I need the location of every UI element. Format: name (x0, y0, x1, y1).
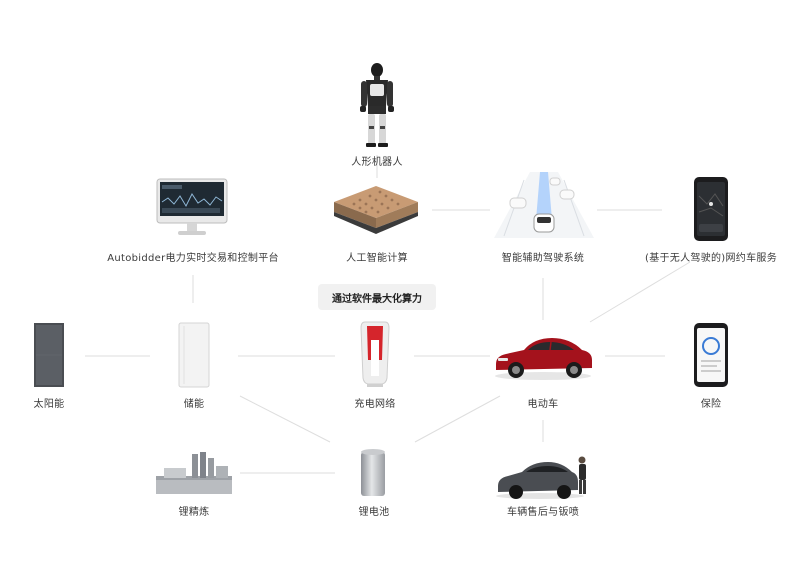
ai-chip-icon (334, 186, 418, 234)
label-robotaxi: (基于无人驾驶的)网约车服务 (644, 253, 778, 264)
center-label-box: 通过软件最大化算力 (318, 284, 436, 310)
label-ev: 电动车 (527, 399, 559, 410)
fsd-road-icon (494, 172, 594, 238)
phone-insurance-icon (694, 323, 728, 387)
monitor-icon (156, 178, 228, 235)
label-insurance: 保险 (700, 399, 722, 410)
refinery-icon (156, 452, 232, 494)
service-car-icon (496, 456, 586, 499)
supercharger-icon (360, 321, 390, 387)
center-label: 通过软件最大化算力 (332, 293, 422, 305)
phone-map-icon (694, 177, 728, 241)
label-robot: 人形机器人 (351, 157, 403, 168)
edge-storage-battery (239, 395, 331, 443)
edge-robotaxi-ev (589, 261, 691, 323)
label-ai-compute: 人工智能计算 (346, 253, 408, 264)
label-storage: 储能 (183, 399, 205, 410)
solar-panel-icon (34, 323, 64, 387)
label-solar: 太阳能 (33, 399, 65, 410)
edge-battery-ev (414, 395, 501, 443)
battery-cell-icon (361, 449, 385, 496)
label-autobidder: Autobidder电力实时交易和控制平台 (107, 253, 279, 264)
ev-car-icon (495, 338, 592, 380)
label-refining: 锂精炼 (178, 507, 210, 518)
label-battery: 锂电池 (358, 507, 390, 518)
powerwall-icon (178, 322, 210, 388)
label-fsd: 智能辅助驾驶系统 (501, 253, 585, 264)
label-service: 车辆售后与钣喷 (506, 507, 580, 518)
label-charging: 充电网络 (354, 399, 396, 410)
robot-icon (360, 63, 394, 147)
